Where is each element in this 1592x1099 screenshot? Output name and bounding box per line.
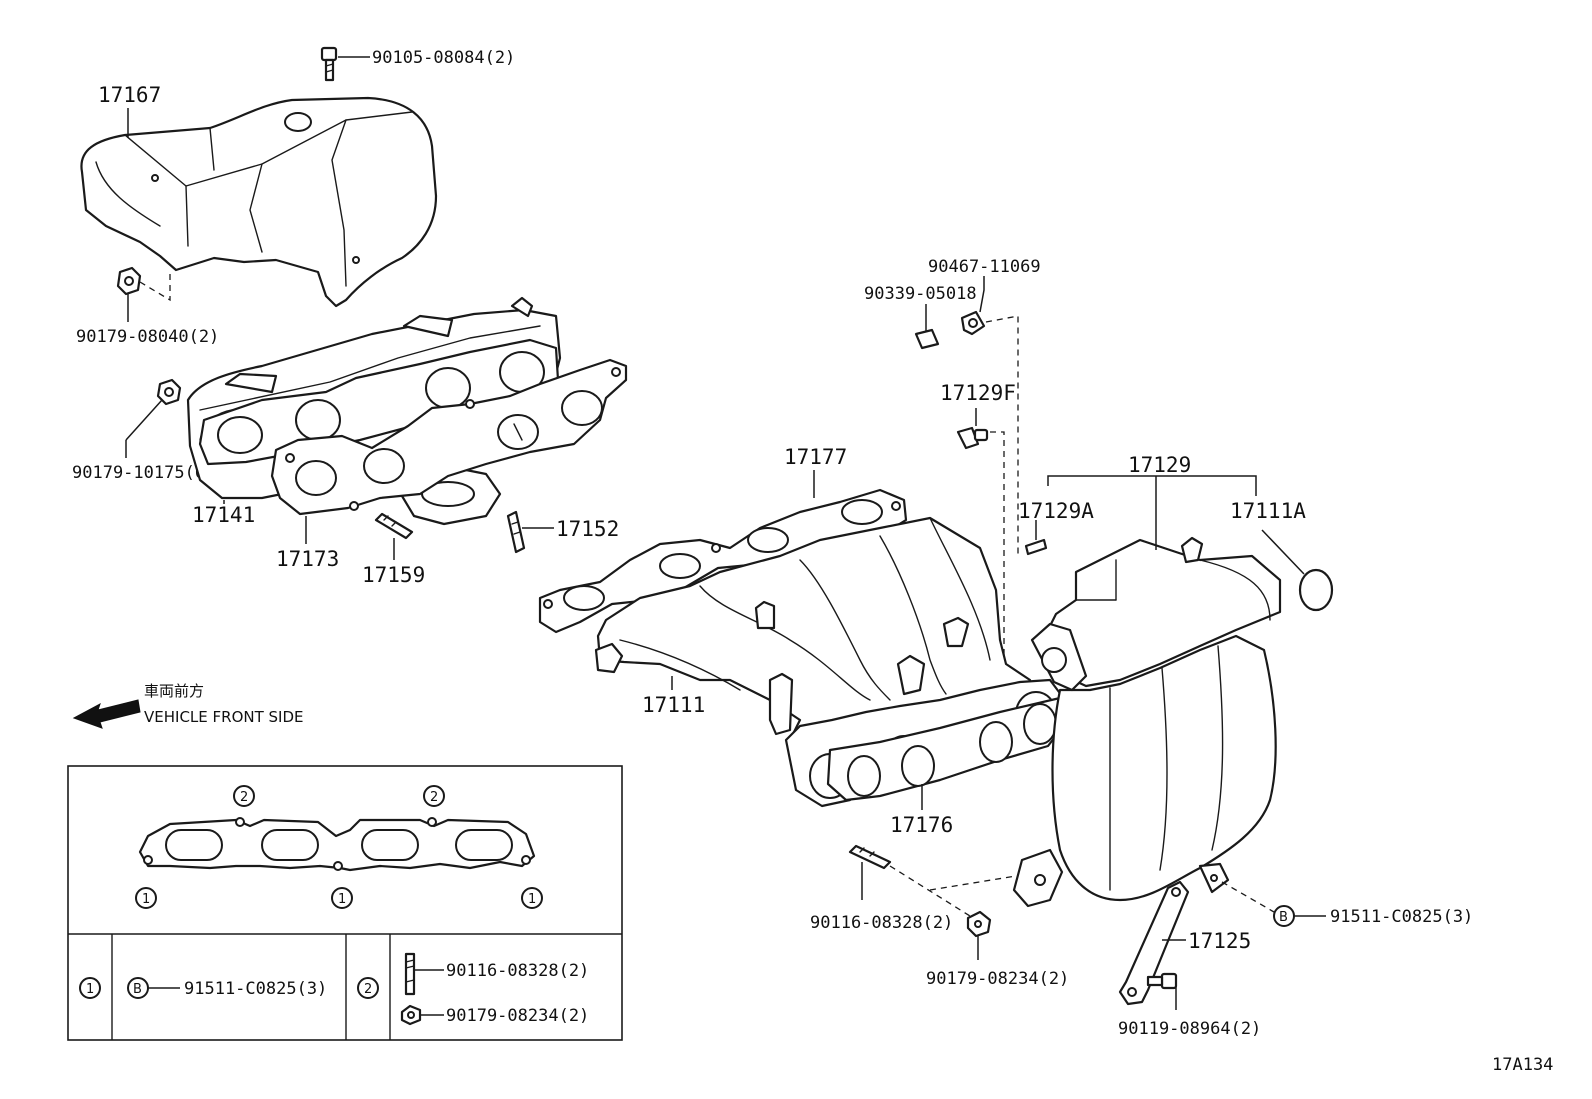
label-17177: 17177 xyxy=(784,445,847,469)
label-17129A: 17129A xyxy=(1018,499,1094,523)
label-90179-08040: 90179-08040(2) xyxy=(76,327,219,347)
front-note-jp: 車両前方 xyxy=(144,682,204,700)
label-90339-05018: 90339-05018 xyxy=(864,284,977,304)
marker-1-b: 1 xyxy=(338,892,346,907)
label-90179-08234-main: 90179-08234(2) xyxy=(926,969,1069,989)
intake-chamber-17129 xyxy=(1012,536,1282,908)
legend-marker-2: 2 xyxy=(364,982,372,997)
marker-1-a: 1 xyxy=(142,892,150,907)
front-direction-arrow-icon xyxy=(72,699,141,729)
marker-2-a: 2 xyxy=(240,790,248,805)
marker-1-c: 1 xyxy=(528,892,536,907)
pin-17129A xyxy=(1024,520,1048,556)
label-90179-10175: 90179-10175(6) xyxy=(72,463,215,483)
label-90119-08964: 90119-08964(2) xyxy=(1118,1019,1261,1039)
gasket-17173 xyxy=(270,358,628,516)
label-17111A: 17111A xyxy=(1230,499,1306,523)
gasket-detail-box: 2 2 1 1 1 1 B 91511-C0825(3) 2 90116-083… xyxy=(67,765,623,1041)
marker-b-main: B xyxy=(1279,910,1288,925)
marker-2-b: 2 xyxy=(430,790,438,805)
clip-90467-11069 xyxy=(960,276,1019,556)
bolt-91511-C0825: B xyxy=(1221,881,1326,927)
gasket-17177 xyxy=(538,488,908,634)
hose-90339-05018 xyxy=(914,304,940,350)
stud-17152 xyxy=(506,510,554,554)
label-90116-08328-main: 90116-08328(2) xyxy=(810,913,953,933)
intake-manifold-17111 xyxy=(594,516,1032,742)
stay-17125 xyxy=(1118,880,1190,1006)
label-17159: 17159 xyxy=(362,563,425,587)
legend-marker-1: 1 xyxy=(86,982,94,997)
bolt-90105-08084 xyxy=(320,46,370,82)
label-17152: 17152 xyxy=(556,517,619,541)
stud-90116-08328 xyxy=(848,844,1017,917)
legend-91511-C0825: 91511-C0825(3) xyxy=(184,979,327,999)
label-17173: 17173 xyxy=(276,547,339,571)
label-17125: 17125 xyxy=(1188,929,1251,953)
nut-90179-10175 xyxy=(125,378,182,458)
figure-id: 17A134 xyxy=(1492,1055,1553,1075)
legend-marker-b: B xyxy=(133,982,142,997)
label-91511-C0825-main: 91511-C0825(3) xyxy=(1330,907,1473,927)
nut-90179-08234 xyxy=(966,910,992,960)
label-90467-11069: 90467-11069 xyxy=(928,257,1041,277)
gasket-17176 xyxy=(784,678,1070,808)
label-17129: 17129 xyxy=(1128,453,1191,477)
legend-stud-icon xyxy=(404,952,444,996)
label-17111: 17111 xyxy=(642,693,705,717)
cap-17111A xyxy=(1261,529,1334,612)
label-17167: 17167 xyxy=(98,83,161,107)
front-note-en: VEHICLE FRONT SIDE xyxy=(144,708,304,726)
nut-90179-08040 xyxy=(116,266,171,322)
label-90105-08084: 90105-08084(2) xyxy=(372,48,515,68)
plug-17129F xyxy=(956,408,1005,660)
label-17176: 17176 xyxy=(890,813,953,837)
stud-17159 xyxy=(374,512,414,560)
label-17141: 17141 xyxy=(192,503,255,527)
legend-90116-08328: 90116-08328(2) xyxy=(446,961,589,981)
legend-nut-icon xyxy=(400,1004,444,1026)
legend-90179-08234: 90179-08234(2) xyxy=(446,1006,589,1026)
bolt-90119-08964 xyxy=(1146,972,1178,1010)
label-17129F: 17129F xyxy=(940,381,1016,405)
heat-insulator-17167 xyxy=(80,96,438,308)
